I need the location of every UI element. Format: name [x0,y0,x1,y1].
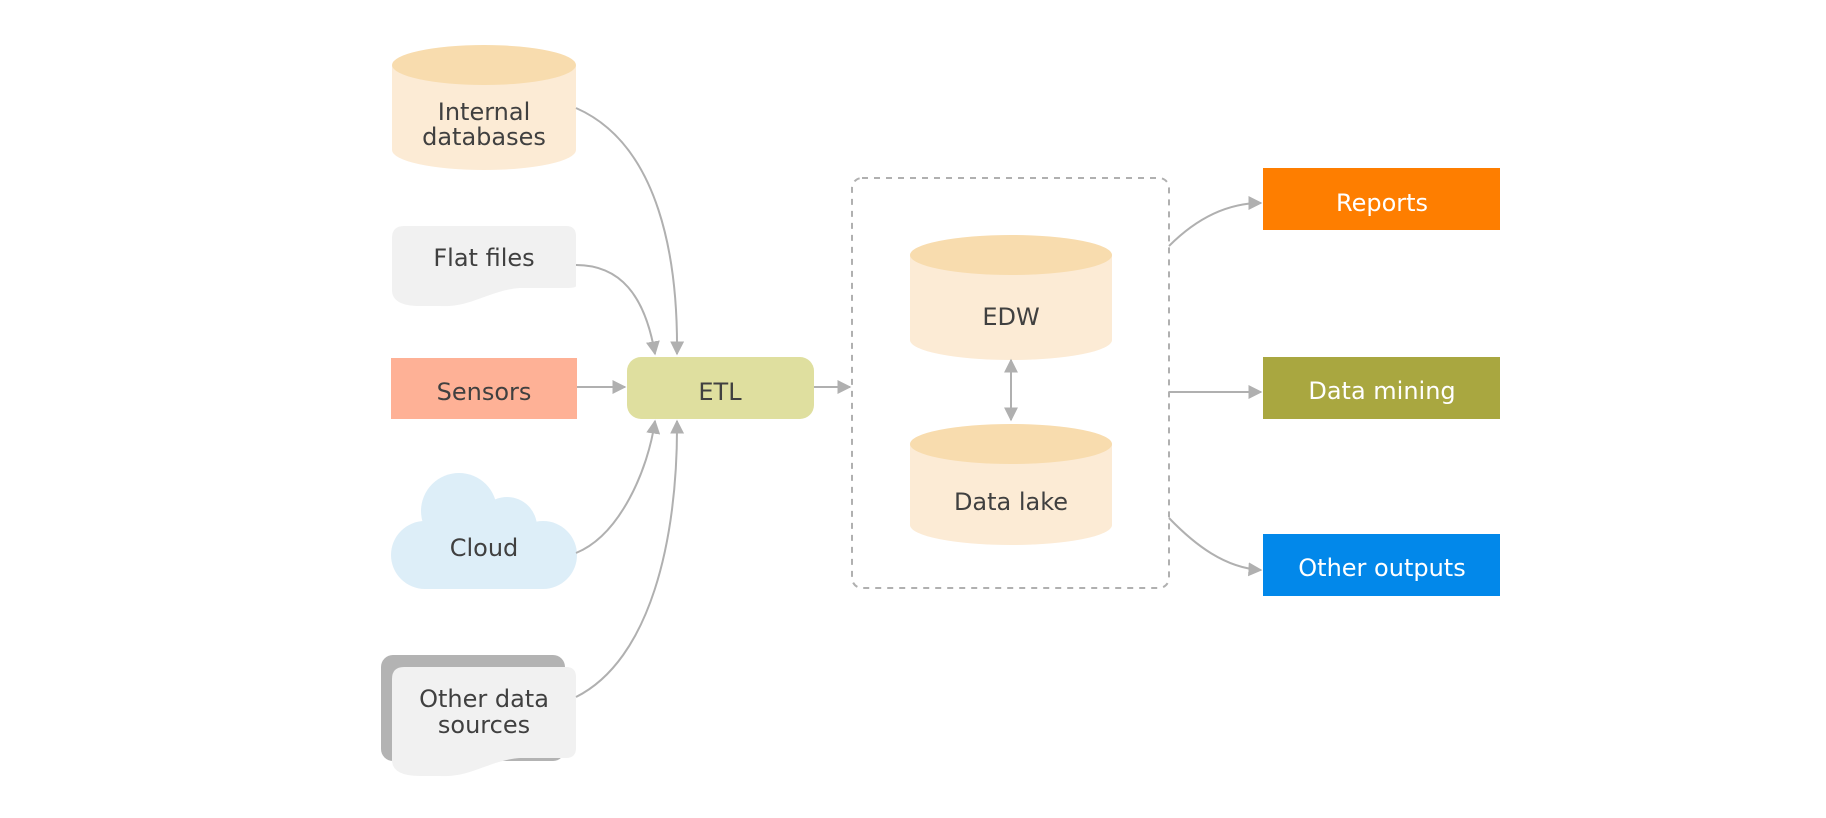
reports-label: Reports [1336,189,1428,217]
reports-node[interactable]: Reports [1263,168,1500,230]
edw-label: EDW [982,303,1039,331]
connector-internal-databases-to-etl [575,107,685,356]
other-outputs-label: Other outputs [1298,554,1465,582]
etl-label: ETL [698,378,742,406]
other-data-sources-label-line1: Other data [419,685,549,713]
internal-databases-label-line2: databases [422,123,546,151]
storage-container [851,177,1170,589]
sensors-node[interactable]: Sensors [391,358,577,419]
cloud-label: Cloud [450,534,519,562]
connector-storage-to-reports [1168,196,1263,247]
connector-cloud-to-etl [575,419,661,554]
connector-storage-to-other-outputs [1168,517,1263,577]
other-data-sources-node[interactable]: Other data sources [381,655,576,777]
data-mining-node[interactable]: Data mining [1263,357,1500,419]
internal-databases-label-line1: Internal [438,98,531,126]
etl-node[interactable]: ETL [627,357,814,419]
data-mining-label: Data mining [1308,377,1455,405]
connector-other-data-sources-to-etl [575,419,685,698]
other-data-sources-label-line2: sources [438,711,530,739]
edw-node[interactable]: EDW [910,235,1112,360]
connector-flat-files-to-etl [575,264,660,356]
data-lake-label: Data lake [954,488,1068,516]
internal-databases-node[interactable]: Internal databases [392,45,576,170]
flat-files-label: Flat files [433,244,534,272]
flat-files-node[interactable]: Flat files [392,226,576,307]
cloud-node[interactable]: Cloud [391,473,577,589]
data-lake-node[interactable]: Data lake [910,424,1112,545]
sensors-label: Sensors [437,378,532,406]
other-outputs-node[interactable]: Other outputs [1263,534,1500,596]
